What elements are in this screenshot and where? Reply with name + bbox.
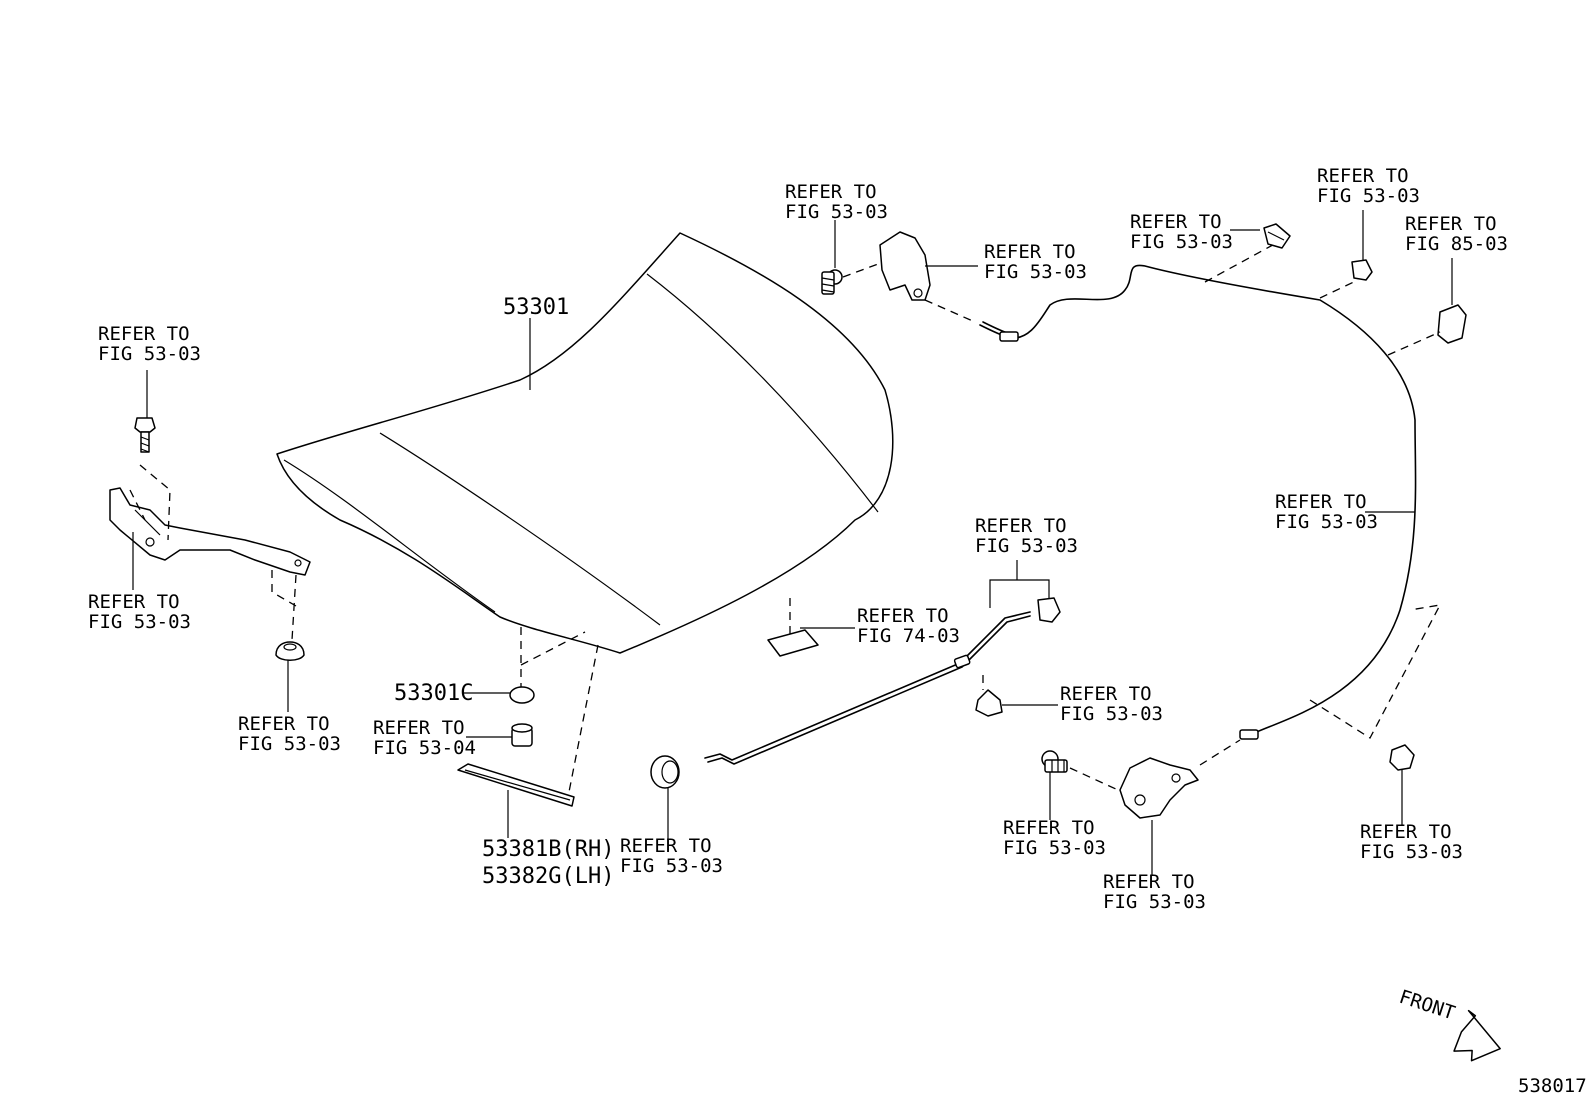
svg-text:FIG 53-03: FIG 53-03	[984, 261, 1087, 283]
hood-seal-part	[509, 686, 535, 704]
hinge-left-part	[109, 487, 311, 576]
svg-text:REFER TO: REFER TO	[1317, 165, 1409, 187]
rod-clip-top-part	[1037, 597, 1061, 623]
cushion-part	[511, 723, 533, 747]
svg-text:REFER TO: REFER TO	[975, 515, 1067, 537]
ref-cushion: REFER TO FIG 53-04	[373, 717, 476, 759]
part-number-seal-rh: 53381B(RH)	[482, 837, 614, 862]
svg-text:REFER TO: REFER TO	[984, 241, 1076, 263]
cable-clip-top-part	[1263, 223, 1291, 249]
ref-fig85: REFER TO FIG 85-03	[1405, 213, 1508, 255]
svg-text:REFER TO: REFER TO	[98, 323, 190, 345]
svg-text:FIG 74-03: FIG 74-03	[857, 625, 960, 647]
figure-code: 538017	[1518, 1075, 1587, 1097]
svg-text:FIG 53-03: FIG 53-03	[1275, 511, 1378, 533]
svg-text:FIG 53-03: FIG 53-03	[1360, 841, 1463, 863]
part-number-hood: 53301	[503, 295, 569, 320]
front-label: FRONT	[1396, 986, 1457, 1025]
hood-side-seal-part	[457, 763, 575, 807]
svg-text:FIG 53-03: FIG 53-03	[98, 343, 201, 365]
svg-text:FIG 53-03: FIG 53-03	[1003, 837, 1106, 859]
part-number-hood-seal: 53301C	[394, 681, 473, 706]
ref-grommet: REFER TO FIG 53-03	[620, 835, 723, 877]
ref-clip-bottom-right: REFER TO FIG 53-03	[1360, 821, 1463, 863]
ref-hinge-left: REFER TO FIG 53-03	[88, 591, 191, 633]
ref-hinge-bolt-left: REFER TO FIG 53-03	[98, 323, 201, 365]
svg-text:REFER TO: REFER TO	[88, 591, 180, 613]
svg-text:REFER TO: REFER TO	[1103, 871, 1195, 893]
svg-text:REFER TO: REFER TO	[1003, 817, 1095, 839]
hinge-bolt-part	[134, 417, 156, 453]
svg-text:FIG 53-03: FIG 53-03	[1103, 891, 1206, 913]
clip-top-right-part	[1351, 259, 1373, 281]
svg-text:FIG 53-03: FIG 53-03	[975, 535, 1078, 557]
rod-clip-mid-part	[975, 689, 1003, 717]
svg-text:FIG 85-03: FIG 85-03	[1405, 233, 1508, 255]
svg-text:REFER TO: REFER TO	[1360, 821, 1452, 843]
ref-clip-left: REFER TO FIG 53-03	[238, 713, 341, 755]
svg-text:REFER TO: REFER TO	[1275, 491, 1367, 513]
hood-panel	[276, 232, 894, 654]
fig85-part	[1437, 304, 1467, 344]
ref-latch: REFER TO FIG 53-03	[1103, 871, 1206, 913]
svg-text:FIG 53-04: FIG 53-04	[373, 737, 476, 759]
ref-rod-clip-top: REFER TO FIG 53-03	[975, 515, 1078, 557]
label-plate-part	[767, 629, 819, 657]
ref-cable-clip-top: REFER TO FIG 53-03	[1130, 211, 1233, 253]
hood-latch-part	[1119, 757, 1199, 819]
svg-text:REFER TO: REFER TO	[238, 713, 330, 735]
ref-latch-bracket: REFER TO FIG 53-03	[984, 241, 1087, 283]
ref-rod-clip-mid: REFER TO FIG 53-03	[1060, 683, 1163, 725]
svg-text:FIG 53-03: FIG 53-03	[1317, 185, 1420, 207]
svg-text:FIG 53-03: FIG 53-03	[1060, 703, 1163, 725]
svg-text:FIG 53-03: FIG 53-03	[620, 855, 723, 877]
svg-text:REFER TO: REFER TO	[785, 181, 877, 203]
ref-label-plate: REFER TO FIG 74-03	[857, 605, 960, 647]
hood-release-cable-part	[979, 264, 1417, 740]
svg-text:FIG 53-03: FIG 53-03	[88, 611, 191, 633]
svg-text:REFER TO: REFER TO	[857, 605, 949, 627]
front-arrow-icon	[1453, 1009, 1501, 1062]
ref-clip-top-right: REFER TO FIG 53-03	[1317, 165, 1420, 207]
svg-text:REFER TO: REFER TO	[1060, 683, 1152, 705]
ref-cable-right: REFER TO FIG 53-03	[1275, 491, 1378, 533]
svg-text:REFER TO: REFER TO	[620, 835, 712, 857]
ref-latch-bolt: REFER TO FIG 53-03	[1003, 817, 1106, 859]
svg-text:REFER TO: REFER TO	[373, 717, 465, 739]
bolt-latch-part	[1041, 750, 1068, 773]
svg-text:FIG 53-03: FIG 53-03	[238, 733, 341, 755]
svg-text:FIG 53-03: FIG 53-03	[785, 201, 888, 223]
bolt-top-part	[821, 269, 843, 295]
ref-top-bolt: REFER TO FIG 53-03	[785, 181, 888, 223]
clip-bottom-right-part	[1389, 744, 1415, 771]
front-marker: FRONT	[1396, 986, 1501, 1062]
latch-bracket-part	[879, 231, 931, 301]
hinge-clip-part	[275, 641, 305, 661]
grommet-part	[650, 755, 680, 789]
part-number-seal-lh: 53382G(LH)	[482, 864, 614, 889]
support-rod-part	[704, 611, 1031, 765]
svg-text:REFER TO: REFER TO	[1405, 213, 1497, 235]
svg-text:FIG 53-03: FIG 53-03	[1130, 231, 1233, 253]
svg-text:REFER TO: REFER TO	[1130, 211, 1222, 233]
